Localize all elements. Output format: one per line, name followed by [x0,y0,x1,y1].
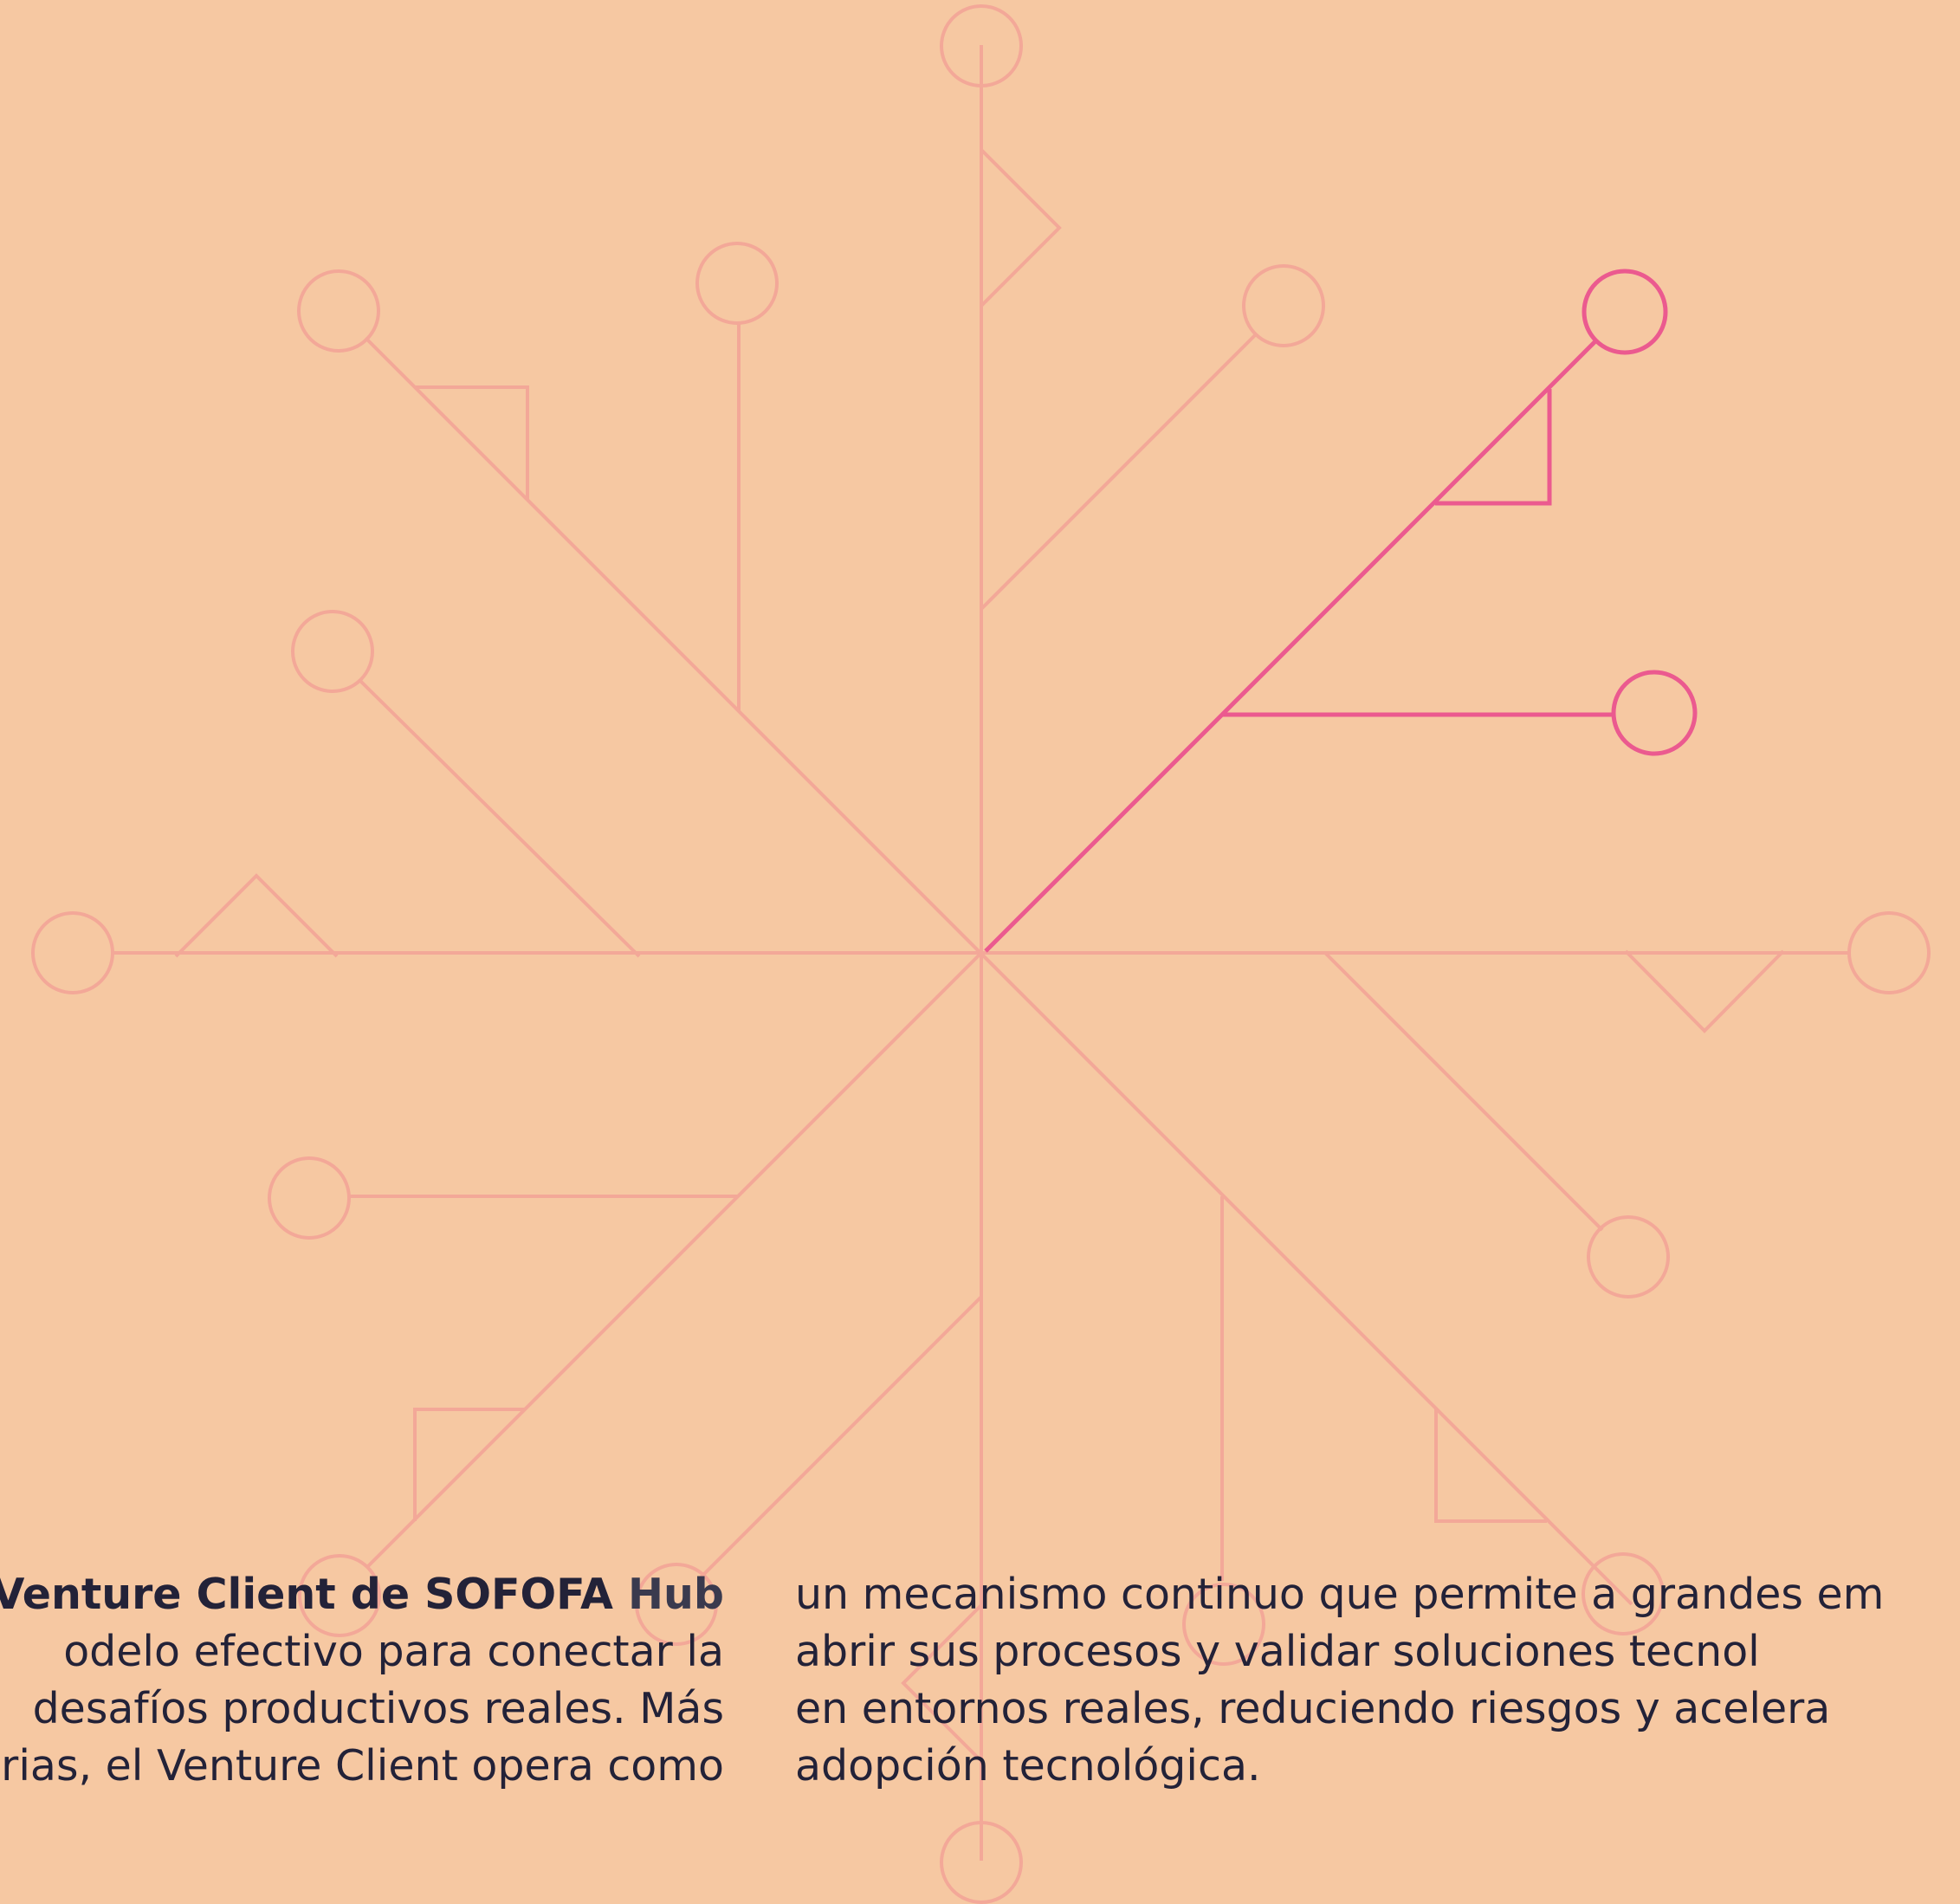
circle-right [1847,911,1931,994]
text-left-bold: Venture Client de SOFOFA [0,1570,613,1619]
circle-bottom-mid-right [1182,1583,1265,1666]
circle-lower-right [1587,1215,1670,1298]
highlight-circle-top [1582,269,1668,355]
text-right-line-4: adopción tecnológica. [795,1741,1261,1791]
highlighted-branch [984,269,1698,953]
circle-upper-left [297,269,380,353]
lower-right-stem [1323,951,1604,1232]
diagonal-nw-se [364,336,1633,1606]
highlight-triangle [1435,389,1552,506]
circle-left [31,911,114,994]
faded-branches [31,4,1931,1904]
highlight-diagonal [984,339,1598,953]
bottom-triangle [901,1603,983,1763]
lower-mid-diagonal [698,1295,983,1580]
text-right-line-2: abrir sus procesos y validar soluciones … [795,1627,1760,1676]
top-triangle [980,148,1062,308]
text-left-bold-tail: Hub [612,1570,724,1619]
text-column-left: ma Venture Client de SOFOFA Hub odelo ef… [0,1566,724,1795]
upper-right-faded-stem [980,333,1258,611]
text-left-line-2: odelo efectivo para conectar la [63,1627,724,1676]
circle-lower-left [268,1156,351,1240]
lower-right-triangle [1434,1409,1547,1523]
circle-top [940,4,1023,87]
left-triangle [174,873,339,958]
text-right-line-3: en entornos reales, reduciendo riesgos y… [795,1684,1831,1733]
text-left-line-3: desafíos productivos reales. Más [32,1684,724,1733]
text-left-line-4: rias, el Venture Client opera como [1,1741,724,1791]
circle-left-mid [291,610,374,693]
lower-left-triangle [413,1408,524,1521]
right-triangle [1624,949,1785,1033]
circle-bottom-left [298,1554,381,1637]
text-left-line-1: ma Venture Client de SOFOFA Hub [0,1566,724,1623]
nw-triangle [416,385,529,499]
circle-bottom-right [1582,1552,1665,1635]
circle-bottom [940,1821,1023,1904]
diagonal-sw [365,951,983,1569]
circle-upper-right-faded [1242,264,1325,347]
circle-bottom-mid-left [635,1563,718,1646]
text-right-line-1: un mecanismo continuo que permite a gran… [795,1570,1885,1619]
text-column-right: un mecanismo continuo que permite a gran… [795,1566,1884,1795]
left-mid-stem [359,679,641,958]
highlight-circle-right [1611,670,1698,756]
circle-upper-mid [695,242,779,325]
